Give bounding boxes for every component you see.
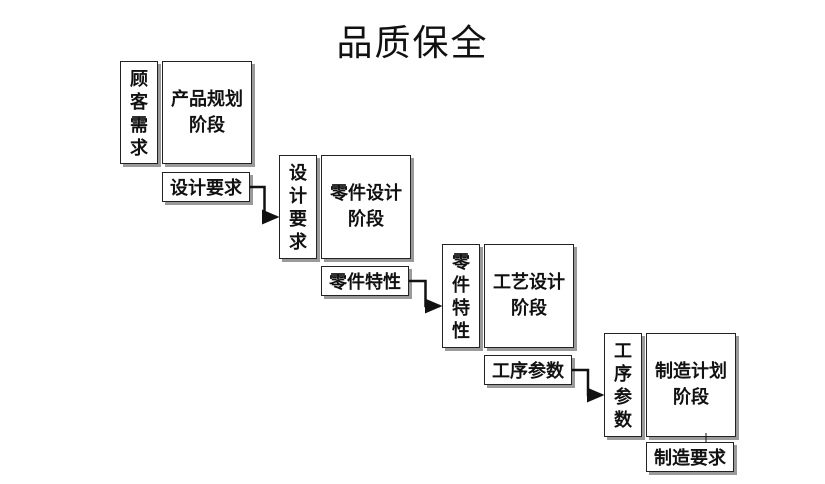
stage-output-box: 零件特性 (321, 266, 409, 296)
stage-phase-box: 产品规划 阶段 (162, 61, 252, 164)
stage-input-box: 零件特性 (442, 244, 480, 348)
stage-input-box: 顾客需求 (120, 61, 158, 164)
diagram-title: 品质保全 (336, 23, 489, 64)
stage-input-box: 工序参数 (604, 333, 642, 437)
stage-output-box: 设计要求 (162, 172, 250, 202)
flow-connector-arrow (572, 368, 605, 403)
stage-phase-box: 工艺设计 阶段 (484, 244, 574, 348)
stage-output-box: 工序参数 (484, 355, 572, 385)
flow-connector-arrow (409, 279, 443, 314)
stage-input-box: 设计要求 (279, 155, 317, 259)
stage-phase-box: 零件设计 阶段 (321, 155, 411, 259)
flow-connector-arrow (250, 185, 280, 225)
stage-phase-box: 制造计划 阶段 (646, 333, 736, 437)
stage-output-box: 制造要求 (646, 442, 734, 472)
